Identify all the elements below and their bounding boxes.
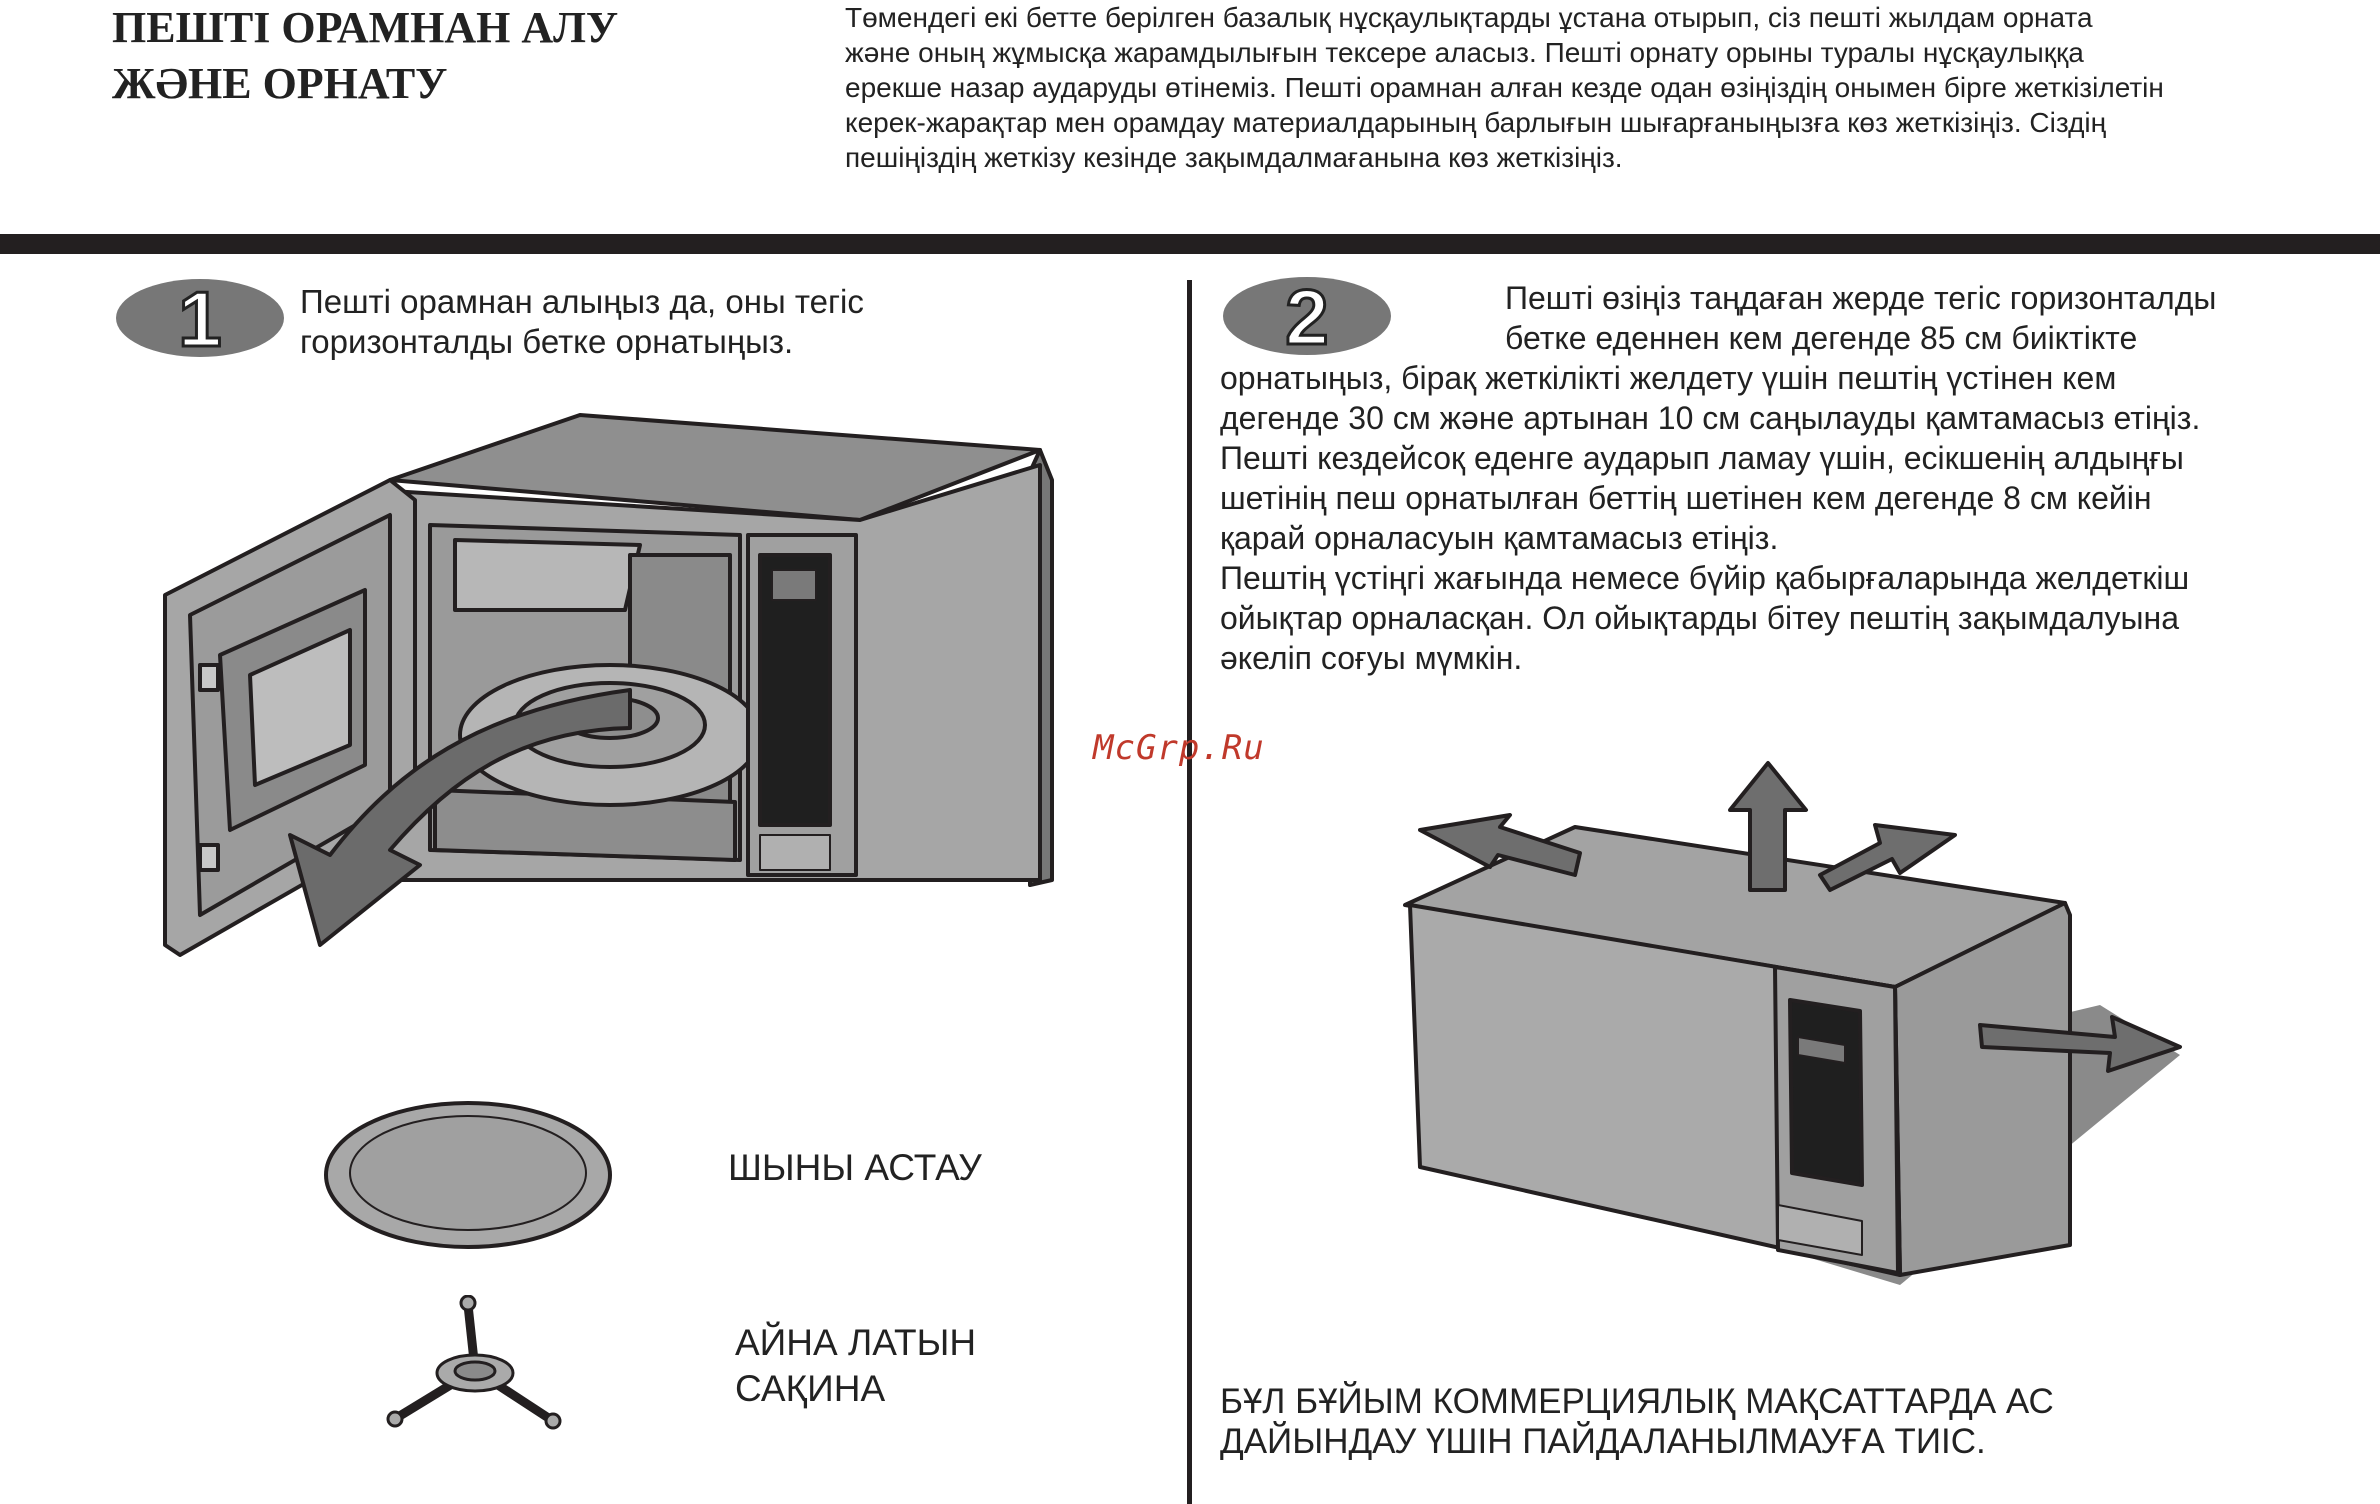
- open-microwave-illustration: [163, 413, 1054, 957]
- step-2-line: қарай орналасуын қамтамасыз етіңіз.: [1220, 520, 1779, 556]
- warning-line: ДАЙЫНДАУ ҮШІН ПАЙДАЛАНЫЛМАУҒА ТИІС.: [1220, 1422, 1986, 1461]
- step-1-instructions: Пешті орамнан алыңыз да, оны тегіс гориз…: [300, 282, 1060, 362]
- ventilation-microwave-illustration: [1403, 761, 2182, 1285]
- step-1-line: горизонталды бетке орнатыңыз.: [300, 323, 794, 360]
- step-2-line: Пештің үстіңгі жағында немесе бүйір қабы…: [1220, 560, 2190, 596]
- page-title: ПЕШТІ ОРАМНАН АЛУ ЖӘНЕ ОРНАТУ: [112, 0, 752, 112]
- intro-paragraph: Төмендегі екі бетте берілген базалық нұс…: [845, 0, 2365, 175]
- roller-ring-illustration: [386, 1295, 562, 1430]
- step-2-number: 2: [1285, 276, 1328, 356]
- warning-line: БҰЛ БҰЙЫМ КОММЕРЦИЯЛЫҚ МАҚСАТТАРДА АС: [1220, 1382, 2054, 1421]
- step-2-badge: 2: [1223, 276, 1391, 356]
- watermark: McGrp.Ru: [1093, 728, 1265, 768]
- intro-line: ерекше назар аударуды өтінеміз. Пешті ор…: [845, 72, 2164, 103]
- glass-tray-illustration: [324, 1101, 612, 1249]
- intro-line: Төмендегі екі бетте берілген базалық нұс…: [845, 2, 2093, 33]
- step-2-line: ойықтар орналасқан. Ол ойықтарды бітеу п…: [1220, 600, 2179, 636]
- roller-ring-label-line: АЙНА ЛАТЫН: [735, 1322, 977, 1363]
- roller-ring-label-line: САҚИНА: [735, 1368, 886, 1409]
- step-2-head-line: Пешті өзіңіз таңдаған жерде тегіс горизо…: [1505, 280, 2217, 316]
- section-divider-bar: [0, 234, 2380, 254]
- step-1-badge: 1: [116, 278, 284, 358]
- column-divider: [1187, 280, 1192, 1504]
- step-2-heading: Пешті өзіңіз таңдаған жерде тегіс горизо…: [1505, 278, 2335, 358]
- commercial-use-warning: БҰЛ БҰЙЫМ КОММЕРЦИЯЛЫҚ МАҚСАТТАРДА АС ДА…: [1220, 1382, 2360, 1462]
- page-title-line: ЖӘНЕ ОРНАТУ: [112, 59, 448, 108]
- intro-line: пешіңіздің жеткізу кезінде зақымдалмаған…: [845, 142, 1623, 173]
- intro-line: және оның жұмысқа жарамдылығын тексере а…: [845, 37, 2084, 68]
- roller-ring-label: АЙНА ЛАТЫН САҚИНА: [735, 1320, 976, 1412]
- intro-line: керек-жарақтар мен орамдау материалдарын…: [845, 107, 2107, 138]
- step-2-line: орнатыңыз, бірақ жеткілікті желдету үшін…: [1220, 360, 2117, 396]
- step-2-line: Пешті кездейсоқ еденге аударып ламау үші…: [1220, 440, 2184, 476]
- step-2-instructions: орнатыңыз, бірақ жеткілікті желдету үшін…: [1220, 358, 2370, 678]
- step-2-line: әкеліп соғуы мүмкін.: [1220, 640, 1523, 676]
- glass-tray-label: ШЫНЫ АСТАУ: [728, 1147, 982, 1188]
- step-2-line: дегенде 30 см және артынан 10 см саңылау…: [1220, 400, 2201, 436]
- step-2-head-line: бетке еденнен кем дегенде 85 см биіктікт…: [1505, 320, 2138, 356]
- step-2-line: шетінің пеш орнатылған беттің шетінен ке…: [1220, 480, 2152, 516]
- step-1-line: Пешті орамнан алыңыз да, оны тегіс: [300, 283, 864, 320]
- step-1-number: 1: [178, 278, 221, 358]
- page-title-line: ПЕШТІ ОРАМНАН АЛУ: [112, 3, 619, 52]
